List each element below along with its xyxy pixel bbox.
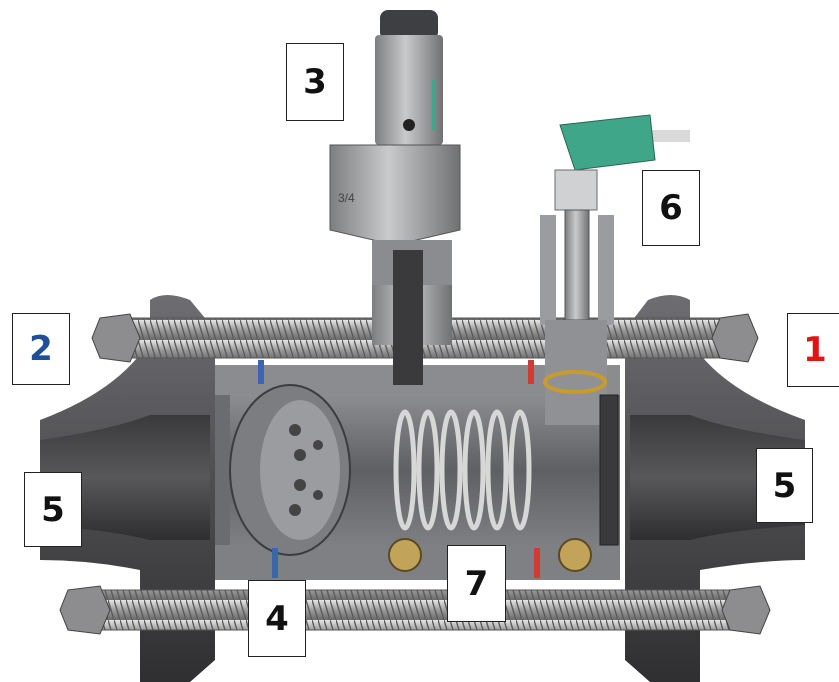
piston-disc xyxy=(229,384,351,556)
callout-4: 4 xyxy=(248,580,306,657)
lower-tie-rod xyxy=(59,585,771,635)
callout-5-right: 5 xyxy=(756,448,813,523)
callout-3: 3 xyxy=(286,43,344,121)
markers xyxy=(258,360,540,578)
left-flange xyxy=(40,295,215,682)
callout-1: 1 xyxy=(787,313,839,387)
position-sensor xyxy=(540,114,690,425)
right-seal-ring xyxy=(599,394,619,546)
spring xyxy=(393,409,532,531)
callout-2: 2 xyxy=(12,313,70,385)
relief-valve-marking: 3/4 xyxy=(338,191,355,205)
callout-6: 6 xyxy=(642,170,700,246)
relief-valve xyxy=(329,10,461,385)
callout-7: 7 xyxy=(447,545,506,622)
callout-5-left: 5 xyxy=(24,472,82,547)
housing-bolts xyxy=(388,538,592,572)
